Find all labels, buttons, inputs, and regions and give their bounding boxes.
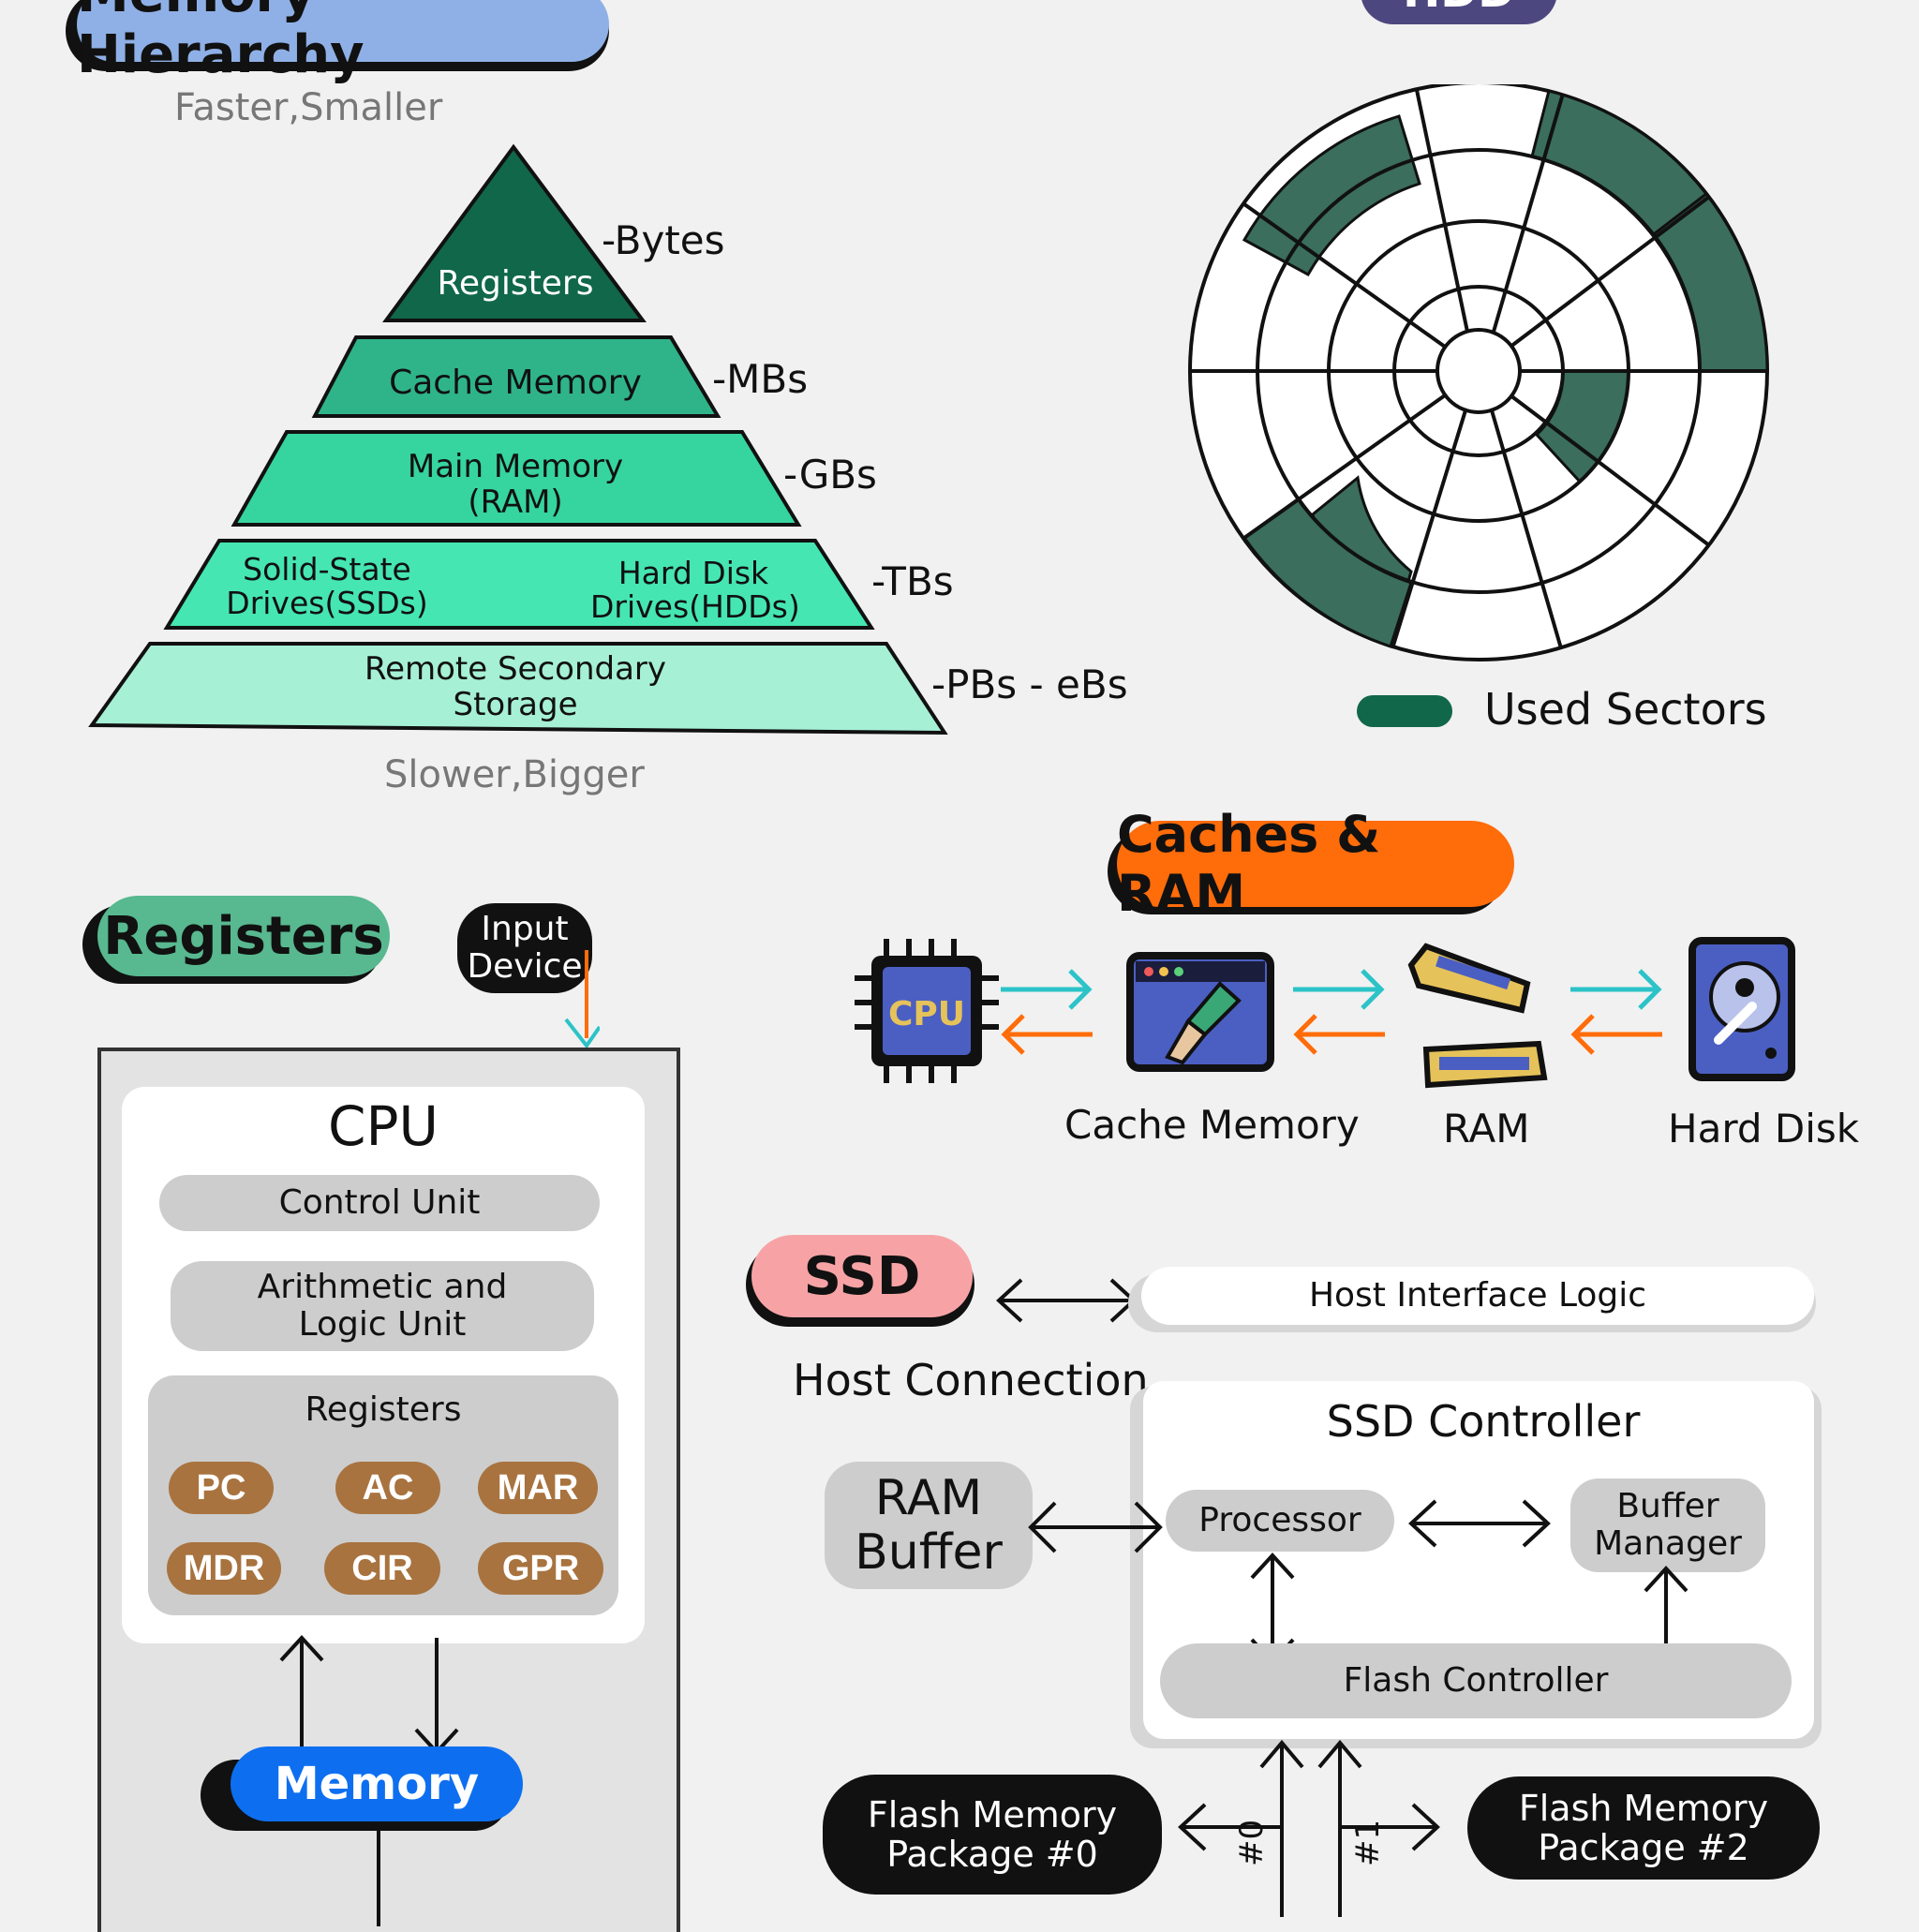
used-sectors-legend-label: Used Sectors (1484, 684, 1767, 735)
pyramid-level-cache (311, 335, 721, 418)
channel-0-label: #0 (1233, 1819, 1271, 1866)
register-mdr: MDR (167, 1542, 281, 1595)
input-device-line-2: Device (467, 947, 583, 986)
ssd-title: SSD (751, 1235, 973, 1317)
level-cache-size: -MBs (712, 356, 809, 402)
processor-buffer-manager-arrow (1408, 1499, 1551, 1548)
ram-buffer: RAM Buffer (825, 1462, 1033, 1589)
flash-package-0: Flash Memory Package #0 (823, 1775, 1162, 1895)
cpu-cache-arrows (1001, 969, 1093, 1055)
pyramid-level-registers (382, 143, 647, 322)
hard-disk-label: Hard Disk (1668, 1106, 1860, 1152)
pyramid-level-main (231, 430, 802, 527)
level-main-size: -GBs (783, 452, 877, 498)
ssd-controller-title: SSD Controller (1326, 1396, 1641, 1447)
register-gpr: GPR (478, 1542, 603, 1595)
caches-title: Caches & RAM (1117, 805, 1514, 923)
register-pc: PC (169, 1462, 274, 1514)
ram-processor-arrow (1028, 1501, 1163, 1553)
registers-group-label: Registers (305, 1390, 462, 1429)
faster-smaller-label: Faster,Smaller (174, 86, 443, 129)
flash-package-2-line-1: Flash Memory (1518, 1788, 1769, 1829)
input-device-label: Input Device (457, 903, 592, 993)
registers-title: Registers (97, 896, 390, 976)
hard-disk-icon (1688, 937, 1795, 1081)
level-registers-label: Registers (437, 264, 594, 303)
memory-bus-line (377, 1823, 380, 1926)
flash-package-2: Flash Memory Package #2 (1467, 1776, 1820, 1880)
host-interface-logic: Host Interface Logic (1141, 1267, 1814, 1325)
memory-pyramid (88, 143, 948, 736)
cpu-chip-icon (855, 939, 999, 1083)
pyramid-level-remote (88, 642, 948, 736)
level-main-label-2: (RAM) (468, 483, 563, 521)
pyramid-level-drives (163, 539, 875, 630)
level-registers-size: -Bytes (602, 217, 725, 263)
buffer-manager-line-1: Buffer (1616, 1487, 1719, 1525)
level-cache-label: Cache Memory (389, 364, 642, 402)
ram-disk-arrows (1570, 969, 1662, 1055)
ram-sticks-icon (1407, 943, 1548, 1089)
channel-1-label: #1 (1349, 1819, 1387, 1866)
flash-controller: Flash Controller (1160, 1643, 1792, 1718)
register-mar: MAR (478, 1462, 598, 1514)
memory-block: Memory (231, 1746, 523, 1821)
level-ssd-label: Solid-State (243, 551, 411, 587)
level-drives-size: -TBs (871, 558, 954, 604)
slower-bigger-label: Slower,Bigger (384, 753, 645, 796)
cpu-title: CPU (328, 1094, 439, 1158)
register-cir: CIR (324, 1542, 440, 1595)
flash-package-2-line-2: Package #2 (1538, 1827, 1749, 1868)
cpu-memory-arrows (279, 1635, 459, 1755)
hdd-title: HDD (1361, 0, 1557, 24)
input-device-arrow (564, 950, 600, 1049)
flash-package-0-line-2: Package #0 (886, 1834, 1098, 1875)
cpu-chip-label: CPU (887, 995, 966, 1033)
level-hdd-label-2: Drives(HDDs) (590, 588, 800, 625)
host-link-arrow (996, 1278, 1137, 1323)
flash-channel-lines (1178, 1739, 1440, 1917)
register-ac: AC (335, 1462, 440, 1514)
level-ssd-label-2: Drives(SSDs) (226, 585, 428, 621)
cache-memory-icon (1126, 952, 1274, 1072)
cache-ram-arrows (1293, 969, 1385, 1055)
level-main-label: Main Memory (407, 448, 624, 485)
level-remote-label: Remote Secondary (364, 650, 667, 688)
level-remote-label-2: Storage (453, 686, 578, 723)
alu-line-2: Logic Unit (298, 1305, 467, 1344)
level-hdd-label: Hard Disk (617, 555, 769, 591)
flash-package-0-line-1: Flash Memory (867, 1794, 1118, 1835)
buffer-manager-line-2: Manager (1594, 1524, 1742, 1563)
ram-label: RAM (1443, 1106, 1530, 1152)
ram-buffer-line-1: RAM (874, 1470, 983, 1526)
used-sectors-legend-swatch (1357, 695, 1452, 727)
input-device-line-1: Input (481, 910, 569, 948)
level-remote-size: -PBs - eBs (931, 661, 1128, 707)
host-connection-label: Host Connection (793, 1355, 1149, 1405)
processor: Processor (1166, 1490, 1394, 1552)
caches-icons (855, 937, 1795, 1089)
buffer-manager: Buffer Manager (1570, 1479, 1765, 1572)
cache-memory-label: Cache Memory (1064, 1102, 1360, 1148)
alu: Arithmetic and Logic Unit (171, 1261, 594, 1351)
control-unit: Control Unit (159, 1175, 600, 1231)
hdd-platter (1188, 84, 1769, 661)
alu-line-1: Arithmetic and (257, 1268, 508, 1306)
ram-buffer-line-2: Buffer (855, 1524, 1003, 1581)
